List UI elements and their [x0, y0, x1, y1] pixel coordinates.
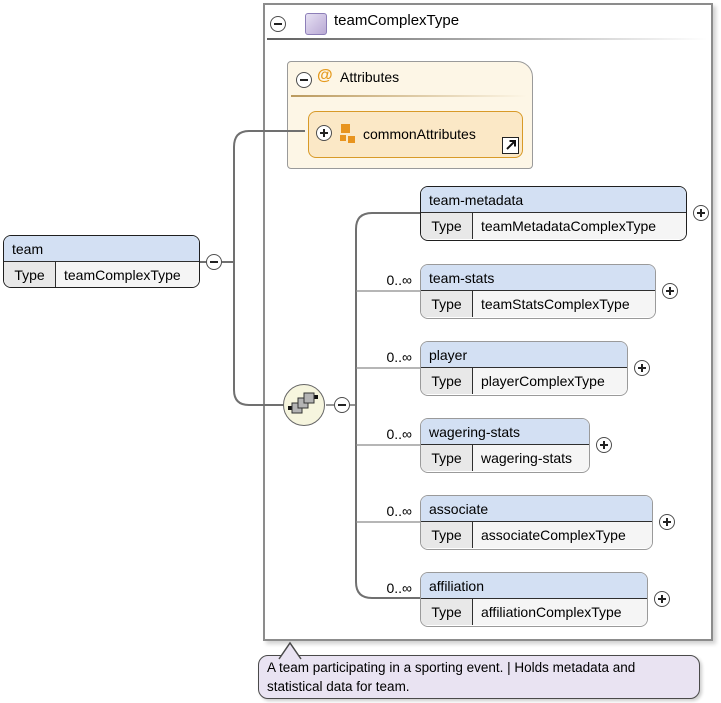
minus-glyph	[274, 23, 282, 25]
expand-icon[interactable]	[634, 360, 650, 376]
type-value: playerComplexType	[473, 368, 627, 394]
annotation-text: A team participating in a sporting event…	[267, 660, 636, 694]
expand-icon[interactable]	[596, 437, 612, 453]
attributes-title: Attributes	[340, 69, 400, 85]
type-label: Type	[4, 262, 56, 287]
occurrence-label: 0..∞	[386, 272, 412, 288]
element-affiliation[interactable]: affiliation Type affiliationComplexType	[420, 572, 648, 627]
type-label: Type	[421, 522, 473, 548]
occurrence-label: 0..∞	[386, 503, 412, 519]
collapse-icon[interactable]	[206, 254, 222, 270]
element-player[interactable]: player Type playerComplexType	[420, 341, 628, 396]
type-value: affiliationComplexType	[473, 599, 647, 625]
occurrence-label: 0..∞	[386, 426, 412, 442]
occurrence-label: 0..∞	[386, 580, 412, 596]
sequence-compositor-icon[interactable]	[283, 384, 325, 426]
complex-type-icon	[305, 13, 327, 35]
complex-type-title: teamComplexType	[334, 12, 460, 29]
element-associate[interactable]: associate Type associateComplexType	[420, 495, 653, 550]
element-name[interactable]: player	[421, 342, 627, 368]
attributes-section: @ Attributes commonAttributes	[287, 61, 533, 169]
attributes-divider	[291, 95, 527, 97]
attribute-group-icon	[340, 124, 355, 143]
type-label: Type	[421, 291, 473, 317]
expand-icon[interactable]	[693, 205, 709, 221]
expand-icon[interactable]	[654, 591, 670, 607]
type-label: Type	[421, 368, 473, 394]
expand-icon[interactable]	[662, 283, 678, 299]
annotation-box: A team participating in a sporting event…	[258, 655, 700, 699]
attribute-group-commonattributes[interactable]: commonAttributes	[308, 111, 523, 158]
at-icon: @	[317, 67, 333, 84]
type-value: wagering-stats	[473, 445, 589, 471]
type-label: Type	[421, 213, 473, 239]
minus-glyph	[300, 79, 308, 81]
type-value: associateComplexType	[473, 522, 652, 548]
element-name[interactable]: wagering-stats	[421, 419, 589, 445]
type-value: teamStatsComplexType	[473, 291, 655, 317]
occurrence-label: 0..∞	[386, 349, 412, 365]
element-team[interactable]: team Type teamComplexType	[3, 235, 200, 288]
link-icon[interactable]	[502, 137, 519, 154]
element-name[interactable]: team-metadata	[421, 187, 686, 213]
type-value: teamComplexType	[56, 262, 199, 287]
expand-icon[interactable]	[316, 125, 332, 141]
annotation-pointer	[278, 641, 302, 660]
collapse-icon[interactable]	[334, 397, 350, 413]
type-label: Type	[421, 445, 473, 471]
element-name[interactable]: affiliation	[421, 573, 647, 599]
element-team-stats[interactable]: team-stats Type teamStatsComplexType	[420, 264, 656, 319]
header-divider	[267, 38, 707, 40]
element-team-metadata[interactable]: team-metadata Type teamMetadataComplexTy…	[420, 186, 687, 241]
element-name[interactable]: team	[4, 236, 199, 262]
type-label: Type	[421, 599, 473, 625]
element-name[interactable]: team-stats	[421, 265, 655, 291]
element-name[interactable]: associate	[421, 496, 652, 522]
type-value: teamMetadataComplexType	[473, 213, 686, 239]
element-wagering-stats[interactable]: wagering-stats Type wagering-stats	[420, 418, 590, 473]
expand-icon[interactable]	[659, 514, 675, 530]
collapse-icon[interactable]	[270, 16, 286, 32]
collapse-icon[interactable]	[296, 72, 312, 88]
attribute-group-label: commonAttributes	[363, 126, 476, 142]
